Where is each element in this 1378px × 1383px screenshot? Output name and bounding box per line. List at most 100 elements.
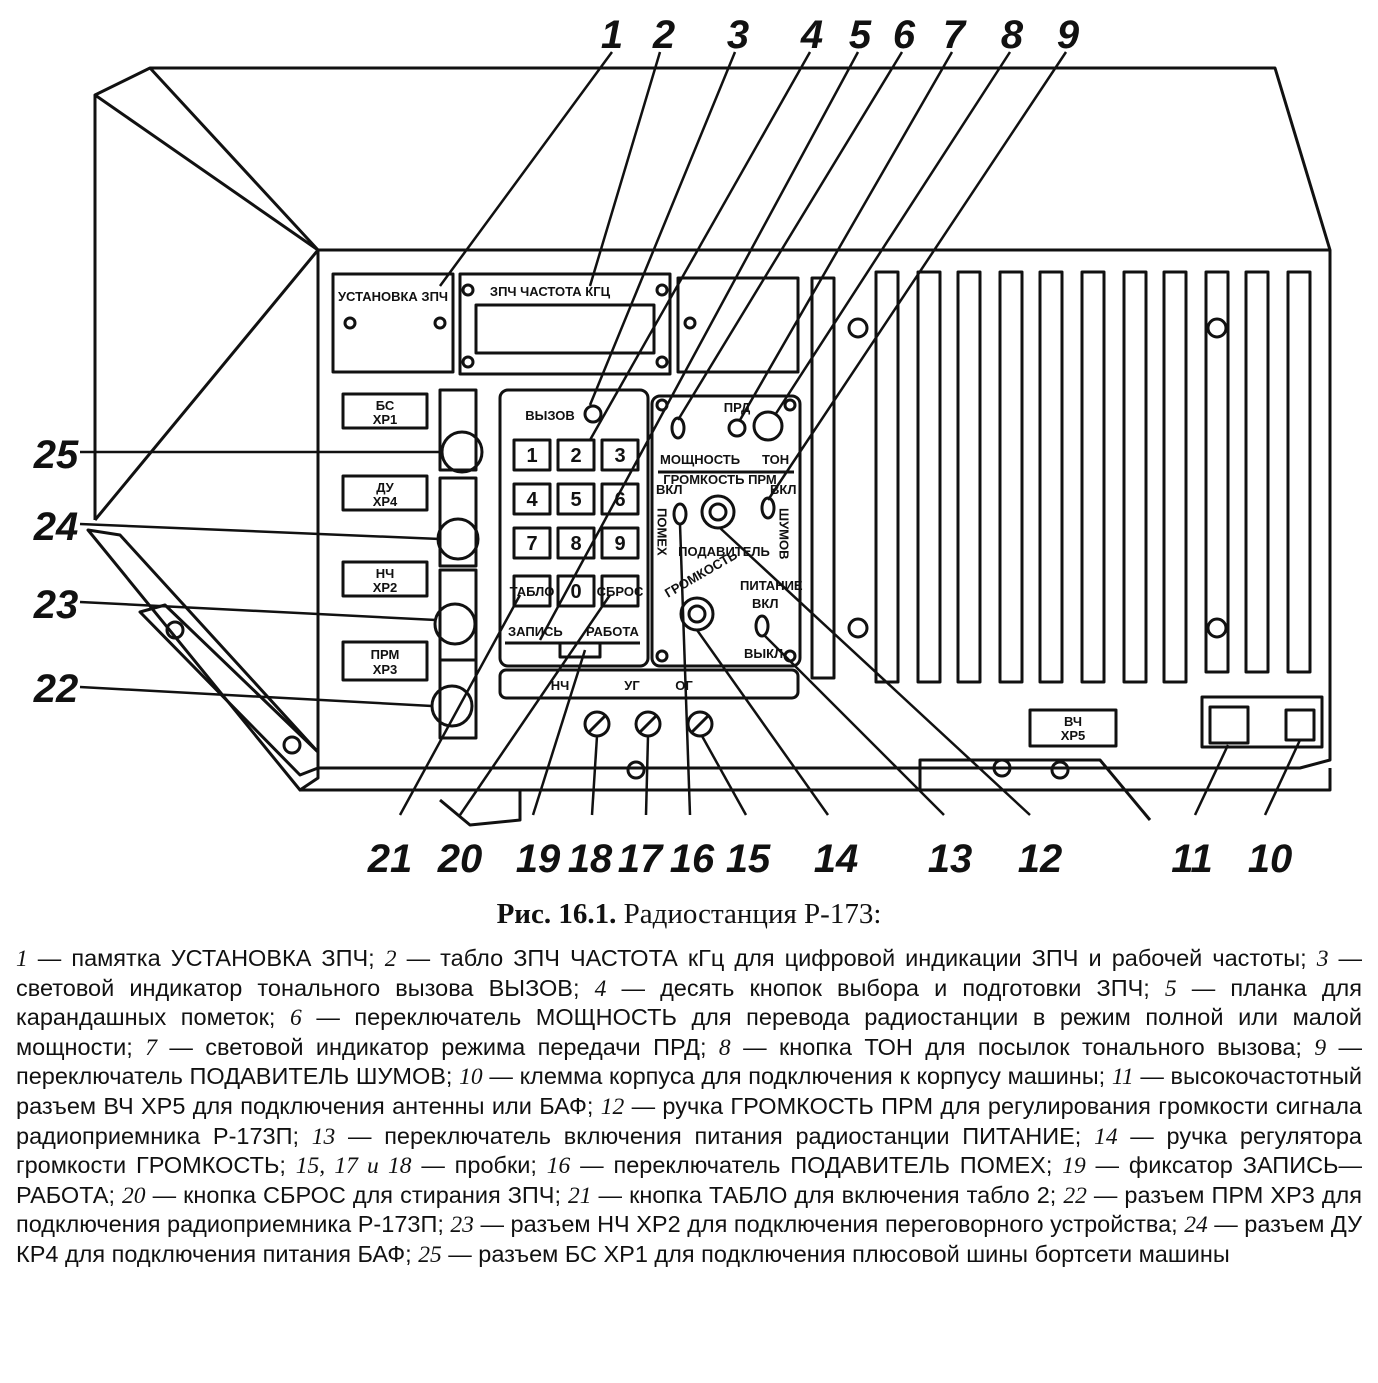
vch-plate (1028, 708, 1118, 748)
connector-du-xp4[interactable] (436, 517, 480, 561)
key-4[interactable]: 4 (526, 489, 538, 511)
callout-3: 3 (727, 13, 749, 57)
legend-text: — пробки; (411, 1152, 547, 1179)
radio-station-drawing: УСТАНОВКА ЗПЧ ЗПЧ ЧАСТОТА КГЦ БС ХР1 ДУ … (33, 13, 1332, 881)
legend-text: — разъем ДУ КР4 для подключения питания … (16, 1211, 1362, 1267)
legend-number: 16 (546, 1153, 571, 1180)
legend-text: — кнопка ТОН для посылок тонального вызо… (730, 1033, 1315, 1060)
legend-number: 15, 17 и 18 (295, 1153, 412, 1180)
callout-16: 16 (670, 837, 715, 881)
vch-xp5-connector[interactable] (1208, 705, 1250, 745)
gromkost-prm-knob[interactable] (700, 494, 736, 530)
key-3[interactable]: 3 (614, 445, 625, 467)
legend-number: 11 (1111, 1064, 1134, 1091)
legend-number: 10 (459, 1064, 483, 1091)
rabota-label: РАБОТА (586, 624, 639, 639)
callout-1: 1 (601, 13, 623, 57)
prd-indicator (727, 418, 747, 438)
legend-text: — ручка ГРОМКОСТЬ ПРМ для регулирования … (16, 1092, 1362, 1149)
legend-text: — ручка регулятора громкости ГРОМКОСТЬ; (16, 1122, 1362, 1179)
callout-6: 6 (893, 13, 916, 57)
podavitel-pomekh-switch[interactable] (672, 502, 688, 526)
legend-number: 8 (718, 1034, 731, 1061)
legend-number: 23 (450, 1212, 474, 1239)
ustanovka-label: УСТАНОВКА ЗПЧ (338, 289, 448, 304)
figure-legend: 1 — памятка УСТАНОВКА ЗПЧ; 2 — табло ЗПЧ… (16, 944, 1362, 1270)
legend-number: 9 (1314, 1034, 1327, 1061)
key-9[interactable]: 9 (614, 533, 625, 555)
key-2[interactable]: 2 (570, 445, 581, 467)
callout-17: 17 (618, 837, 664, 881)
vyzov-indicator (583, 404, 603, 424)
keypad-panel (498, 388, 800, 700)
key-1[interactable]: 1 (526, 445, 537, 467)
gromkost-prm-label: ГРОМКОСТЬ ПРМ (663, 472, 777, 487)
legend-text: — переключатель ПОДАВИТЕЛЬ ШУМОВ; (16, 1033, 1363, 1090)
tablo-button[interactable]: ТАБЛО (510, 584, 555, 599)
key-0[interactable]: 0 (570, 581, 581, 603)
figure-title: Радиостанция Р-173: (623, 898, 882, 930)
sbros-button[interactable]: СБРОС (597, 584, 644, 599)
legend-number: 19 (1062, 1153, 1086, 1180)
case-ground-terminal[interactable] (1284, 708, 1316, 742)
callout-25: 25 (33, 433, 79, 477)
callout-10: 10 (1248, 837, 1293, 881)
legend-text: — световой индикатор режима передачи ПРД… (156, 1033, 719, 1060)
ton-button[interactable] (752, 410, 784, 442)
legend-number: 12 (600, 1093, 625, 1120)
nch-xp-label: ХР2 (373, 580, 398, 595)
key-5[interactable]: 5 (570, 489, 581, 511)
bs-xp-label: ХР1 (373, 412, 398, 427)
callout-21: 21 (367, 837, 413, 881)
zapis-label: ЗАПИСЬ (508, 624, 563, 639)
callout-14: 14 (814, 837, 859, 881)
moshnost-label: МОЩНОСТЬ (660, 452, 740, 467)
pitanie-vkl-label: ВКЛ (752, 596, 778, 611)
callout-2: 2 (652, 13, 675, 57)
podavitel-shumov-switch[interactable] (760, 496, 776, 520)
legend-text: — клемма корпуса для подключения к корпу… (482, 1063, 1112, 1090)
prm-label: ПРМ (371, 647, 400, 662)
connector-nch-xp2[interactable] (433, 602, 477, 646)
zpch-label: ЗПЧ ЧАСТОТА КГЦ (490, 284, 611, 299)
callout-9: 9 (1057, 13, 1080, 57)
blank-plate (676, 276, 800, 374)
callout-8: 8 (1001, 13, 1024, 57)
legend-text: — кнопка ТАБЛО для включения табло 2; (591, 1181, 1064, 1208)
bs-label: БС (376, 398, 395, 413)
legend-text: — кнопка СБРОС для стирания ЗПЧ; (145, 1181, 569, 1208)
legend-number: 4 (594, 975, 607, 1002)
connector-plates (341, 388, 478, 740)
callout-23: 23 (33, 583, 79, 627)
pitanie-switch[interactable] (754, 614, 770, 638)
legend-text: — переключатель включения питания радиос… (335, 1122, 1095, 1149)
vykl-label: ВЫКЛ (744, 646, 783, 661)
callout-12: 12 (1018, 837, 1063, 881)
legend-text: — разъем НЧ ХР2 для подключения перегово… (473, 1211, 1185, 1238)
rear-connector-frame (1200, 695, 1324, 749)
prm-xp-label: ХР3 (373, 662, 398, 677)
callout-4: 4 (800, 13, 823, 57)
plug-17 (634, 710, 662, 738)
moshnost-switch[interactable] (670, 416, 686, 440)
key-8[interactable]: 8 (570, 533, 581, 555)
callout-15: 15 (726, 837, 771, 881)
ton-label: ТОН (762, 452, 789, 467)
legend-text: — разъем ПРМ ХР3 для подключения радиопр… (16, 1181, 1362, 1238)
vch-xp-label: ХР5 (1061, 728, 1086, 743)
vkl-pomekh-label: ВКЛ (656, 482, 682, 497)
legend-text: — переключатель ПОДАВИТЕЛЬ ПОМЕХ; (570, 1152, 1063, 1179)
leader-lines (79, 51, 1302, 816)
callout-20: 20 (437, 837, 483, 881)
legend-number: 22 (1063, 1182, 1087, 1209)
legend-text: — разъем БС ХР1 для подключения плюсовой… (441, 1240, 1230, 1267)
key-7[interactable]: 7 (526, 533, 537, 555)
gromkost-knob[interactable] (679, 596, 715, 632)
key-6[interactable]: 6 (614, 489, 625, 511)
og-bottom-label: ОГ (675, 678, 693, 693)
callout-19: 19 (516, 837, 561, 881)
plug-15 (686, 710, 714, 738)
legend-number: 2 (384, 946, 397, 972)
nch-label: НЧ (376, 566, 395, 581)
heatsink-fins (810, 270, 1312, 684)
